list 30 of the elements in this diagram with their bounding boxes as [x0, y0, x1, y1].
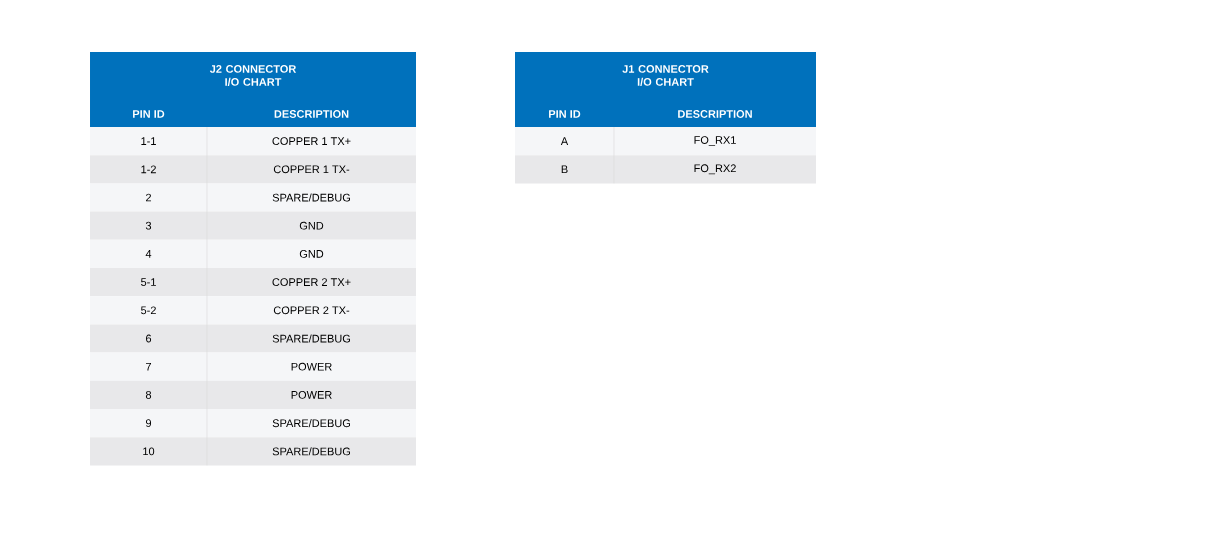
table-cell: COPPER 2 TX+ [207, 268, 416, 297]
table-cell: A [515, 127, 614, 156]
table-cell: COPPER 1 TX+ [207, 127, 416, 156]
table-cell: POWER [207, 352, 416, 381]
table-cell: GND [207, 239, 416, 268]
table-cell: 1-2 [90, 155, 207, 184]
table-cell: POWER [207, 380, 416, 409]
table-cell: SPARE/DEBUG [207, 437, 416, 466]
table-cell: 4 [90, 239, 207, 268]
column-header: PIN ID [133, 110, 165, 118]
table-cell: COPPER 1 TX- [207, 155, 416, 184]
table-cell: SPARE/DEBUG [207, 324, 416, 353]
table-cell: 9 [90, 409, 207, 438]
column-header: DESCRIPTION [678, 110, 752, 118]
table-cell: 8 [90, 380, 207, 409]
table-cell: COPPER 2 TX- [207, 296, 416, 325]
table-cell: SPARE/DEBUG [207, 183, 416, 212]
table-cell: GND [207, 211, 416, 240]
table-cell: 5-1 [90, 268, 207, 297]
column-header: DESCRIPTION [274, 110, 349, 118]
table-cell: 1-1 [90, 127, 207, 156]
table-cell: 7 [90, 352, 207, 381]
table-cell: 5-2 [90, 296, 207, 325]
table-cell: 10 [90, 437, 207, 466]
table-cell: 2 [90, 183, 207, 212]
column-header: PIN ID [549, 110, 581, 118]
table-cell: 6 [90, 324, 207, 353]
table-cell: B [515, 155, 614, 184]
table-cell: 3 [90, 211, 207, 240]
table-cell: SPARE/DEBUG [207, 409, 416, 438]
